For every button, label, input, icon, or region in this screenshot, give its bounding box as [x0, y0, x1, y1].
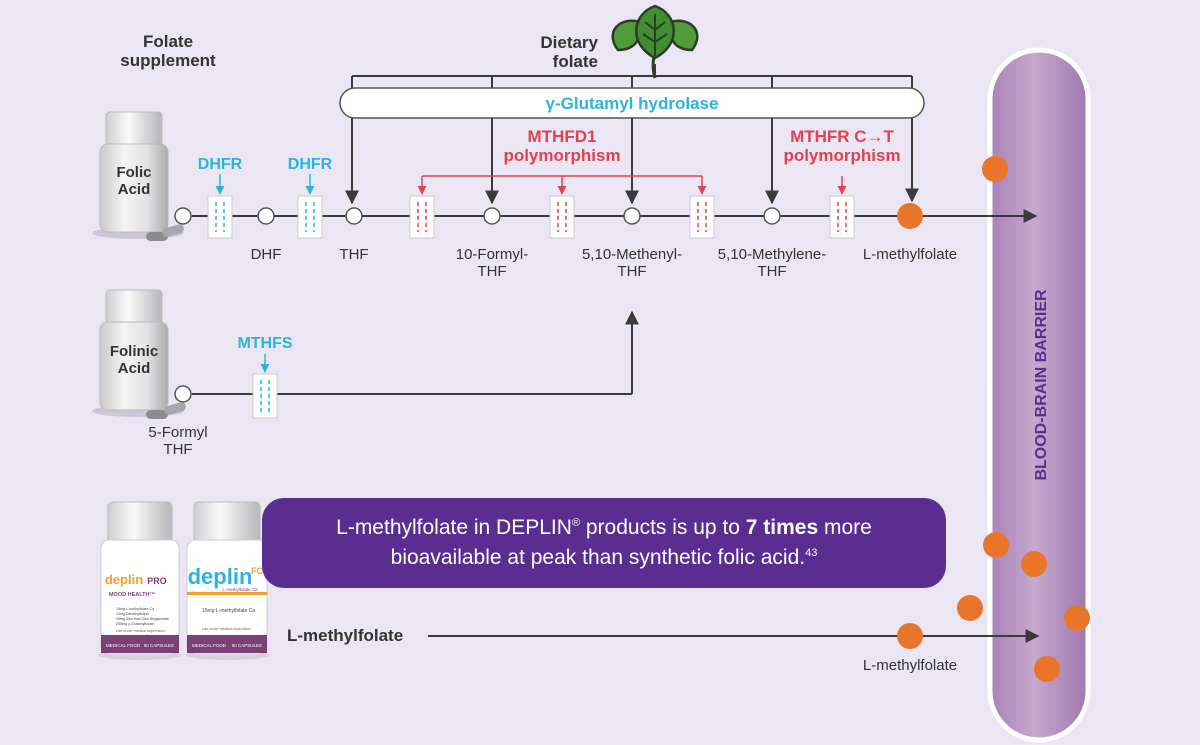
deplin-pro-ingredient: 15mg L-methylfolate Ca — [116, 607, 154, 611]
node-l-methylfolate — [897, 203, 923, 229]
node-methylene-thf — [763, 207, 781, 225]
label-methenyl-thf: 5,10-Methenyl-THF — [582, 246, 682, 280]
enzyme-box-mthfd1-2 — [549, 195, 575, 239]
deplin-pro-suffix: PRO — [147, 576, 167, 586]
callout-text: products is up to — [580, 516, 746, 539]
node-folic-acid — [174, 207, 192, 225]
deplin-pro-sub: MOOD HEALTH™ — [109, 592, 155, 598]
callout-emphasis: 7 times — [745, 516, 819, 539]
blood-brain-barrier: BLOOD-BRAIN BARRIER — [987, 47, 1091, 743]
barrier-particles — [957, 156, 1090, 682]
node-5-formyl-thf — [174, 385, 192, 403]
deplin-fc-suffix: FC — [251, 566, 263, 576]
deplin-fc-line: 15mg L-methylfolate Ca — [202, 608, 255, 614]
enzyme-box-mthfd1-3 — [689, 195, 715, 239]
reference-superscript: 43 — [805, 547, 818, 559]
enzyme-box-mthfs — [252, 373, 278, 419]
deplin-pro-ingredient: 250mg γ-Glutamylfolate — [116, 622, 154, 626]
node-l-methylfolate-bottom — [897, 623, 923, 649]
label-l-methylfolate-bottom: L-methylfolate — [863, 657, 957, 674]
hydrolase-arrows — [345, 118, 919, 205]
deplin-fc-footer-left: MEDICAL FOOD — [192, 643, 227, 648]
deplin-pro-footer-right: 90 CAPSULES — [144, 643, 174, 648]
callout-line-1: L-methylfolate in DEPLIN® products is up… — [336, 513, 872, 543]
gamma-glutamyl-label: γ-Glutamyl hydrolase — [546, 94, 719, 113]
enzyme-box-dhfr-1 — [207, 195, 233, 239]
callout-text: bioavailable at peak than synthetic foli… — [390, 546, 806, 569]
deplin-pro-supervision: Use under medical supervision — [116, 629, 165, 633]
spinach-leaf-icon — [611, 4, 699, 79]
deplin-pro-brand: deplin — [105, 572, 143, 587]
deplin-pro-ingredient: 25mg Zinc from Zinc Bisglycinate — [116, 617, 169, 621]
particle — [957, 595, 983, 621]
deplin-fc-bottle: deplin FC L-methylfolate Ca 15mg L-methy… — [186, 501, 270, 660]
deplin-fc-brand: deplin — [188, 564, 253, 589]
enzyme-box-mthfr — [829, 195, 855, 239]
dhfr-label-1: DHFR — [198, 156, 243, 173]
enzyme-box-dhfr-2 — [297, 195, 323, 239]
deplin-pro-ingredient: 10mg Dimethylfolinic — [116, 612, 149, 616]
callout-text: more — [818, 516, 872, 539]
barrier-label: BLOOD-BRAIN BARRIER — [1033, 289, 1050, 481]
label-thf: THF — [339, 246, 368, 263]
dietary-bracket — [351, 64, 913, 88]
particle — [1064, 605, 1090, 631]
particle — [983, 532, 1009, 558]
deplin-fc-footer-right: 90 CAPSULES — [232, 643, 262, 648]
label-l-methylfolate: L-methylfolate — [863, 246, 957, 263]
mthfs-label: MTHFS — [237, 335, 292, 352]
deplin-fc-supervision: Use under medical supervision — [202, 627, 251, 631]
label-dhf: DHF — [251, 246, 282, 263]
label-10-formyl-thf: 10-Formyl-THF — [456, 246, 529, 280]
deplin-pro-bottle: deplin PRO MOOD HEALTH™ 15mg L-methylfol… — [98, 501, 182, 660]
deplin-pro-footer-left: MEDICAL FOOD — [106, 643, 141, 648]
mthfd1-bracket — [417, 175, 847, 195]
particle — [982, 156, 1008, 182]
callout-line-2: bioavailable at peak than synthetic foli… — [391, 543, 818, 573]
bioavailability-callout: L-methylfolate in DEPLIN® products is up… — [262, 498, 946, 588]
node-methenyl-thf — [623, 207, 641, 225]
label-methylene-thf: 5,10-Methylene-THF — [718, 246, 826, 280]
callout-text: L-methylfolate in DEPLIN — [336, 516, 572, 539]
enzyme-box-mthfd1-1 — [409, 195, 435, 239]
particle — [1021, 551, 1047, 577]
node-10-formyl-thf — [483, 207, 501, 225]
registered-mark: ® — [571, 517, 581, 529]
dhfr-label-2: DHFR — [288, 156, 333, 173]
dhfr-arrows — [215, 174, 315, 195]
particle — [1034, 656, 1060, 682]
node-dhf — [257, 207, 275, 225]
bottom-path-label: L-methylfolate — [287, 626, 403, 645]
deplin-fc-sub: L-methylfolate Ca — [222, 587, 258, 592]
deplin-pro-ingredients: 15mg L-methylfolate Ca 10mg Dimethylfoli… — [116, 607, 169, 626]
node-thf — [345, 207, 363, 225]
